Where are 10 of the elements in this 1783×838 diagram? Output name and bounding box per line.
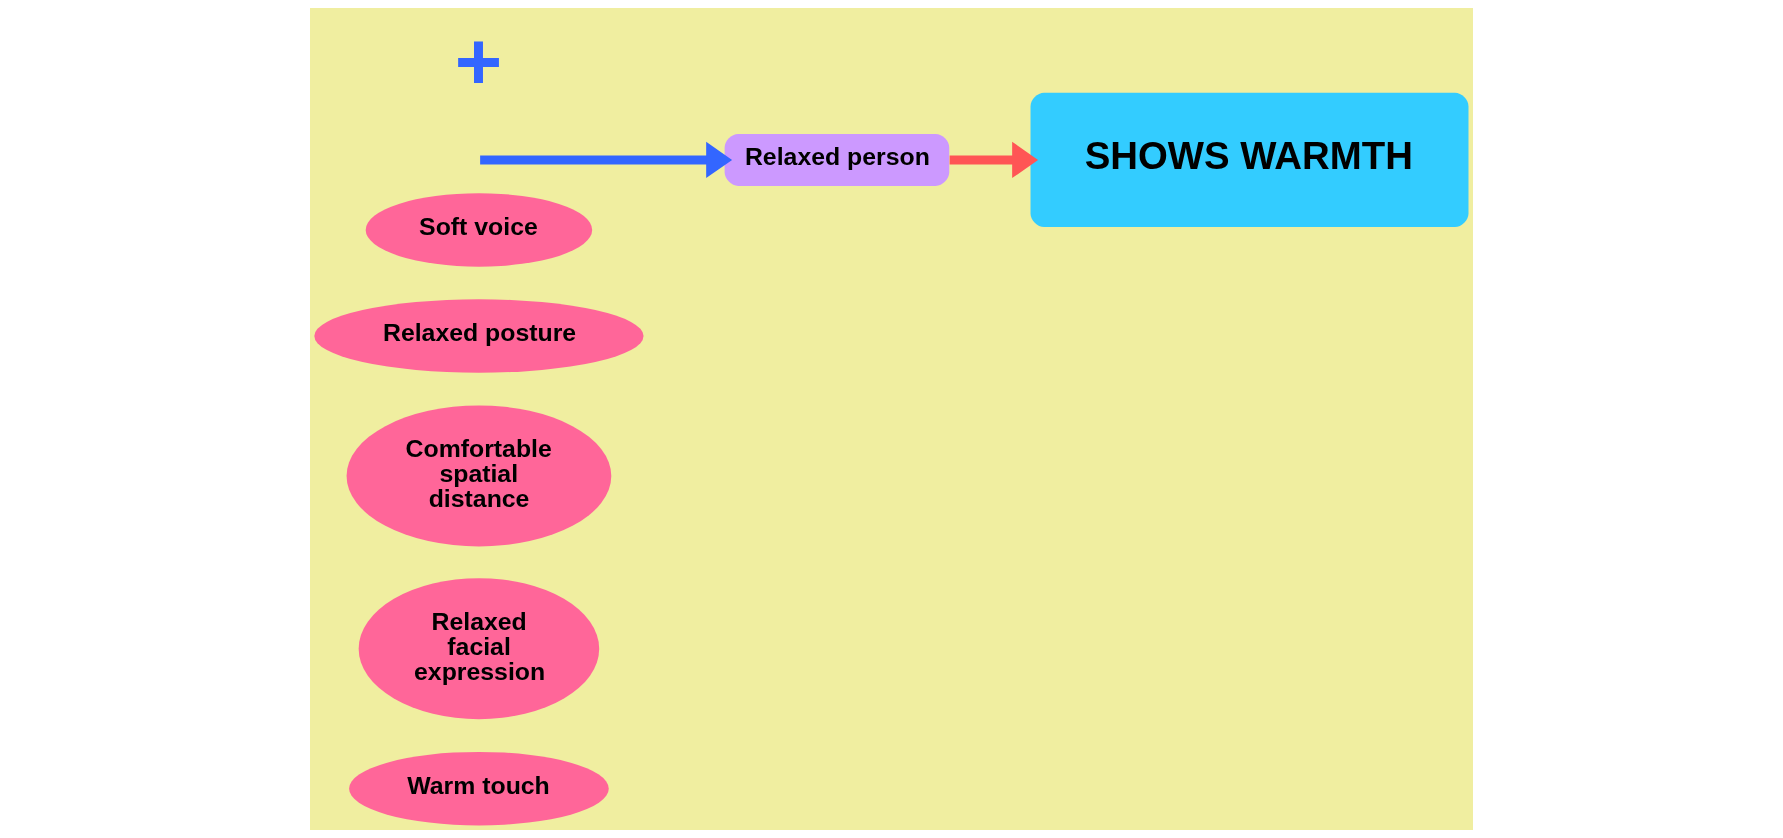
arrow	[480, 141, 733, 179]
node-box: SHOWS WARMTH	[1030, 92, 1469, 228]
node-ellipse: Relaxed posture	[314, 299, 644, 373]
node-ellipse: Warm touch	[349, 751, 609, 826]
node-ellipse: Soft voice	[365, 193, 593, 267]
arrow	[949, 141, 1039, 179]
node-box: Relaxed person	[724, 133, 950, 186]
label: +	[454, 14, 503, 106]
node-ellipse: Relaxed facial expression	[358, 578, 600, 720]
node-ellipse: Comfortable spatial distance	[346, 405, 612, 547]
